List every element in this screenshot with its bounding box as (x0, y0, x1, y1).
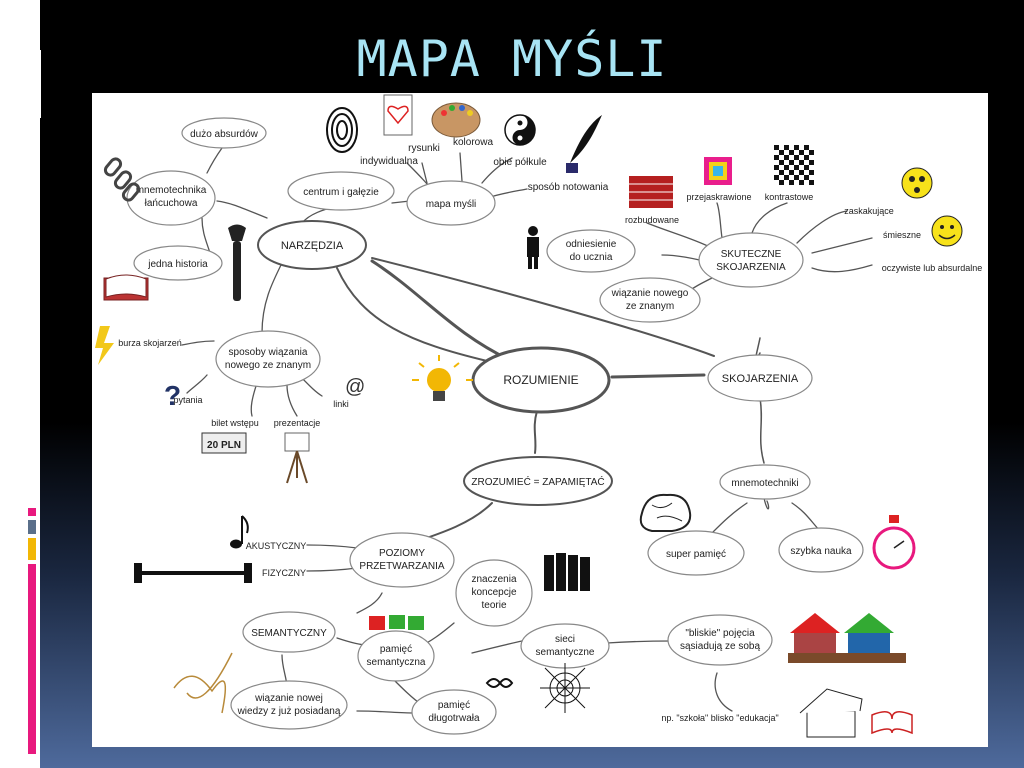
svg-text:@: @ (345, 376, 365, 398)
open-book-icon (871, 711, 913, 735)
poziomy-line2: PRZETWARZANIA (359, 561, 445, 572)
smieszne: śmieszne (883, 230, 921, 240)
infinity-icon (485, 678, 514, 688)
skuteczne-line2: SKOJARZENIA (716, 262, 786, 273)
mnemotechniki-node: mnemotechniki (731, 478, 798, 489)
brain-icon (639, 493, 692, 532)
rozbudowane: rozbudowane (625, 215, 679, 225)
stopwatch-icon (872, 515, 916, 570)
slide-title: MAPA MYŚLI (356, 30, 668, 88)
checkerboard-icon (774, 145, 814, 185)
akustyczny: AKUSTYCZNY (246, 541, 307, 551)
indywidualna: indywidualna (360, 156, 418, 167)
brick-wall-icon (629, 176, 673, 208)
pytania: pytania (173, 395, 202, 405)
smiley-icon (931, 215, 963, 247)
znaczenia-line3: teorie (481, 600, 506, 611)
logo-icon (20, 50, 41, 118)
fingerprint-icon (326, 107, 358, 153)
poziomy-line1: POZIOMY (379, 548, 425, 559)
semantyczny-node: SEMANTYCZNY (251, 628, 327, 639)
sieci-line1: sieci (555, 634, 575, 645)
sposoby-line1: sposoby wiązania (229, 347, 308, 358)
question-mark-icon: ? (164, 380, 181, 411)
szybka-nauka: szybka nauka (790, 546, 852, 557)
rozumienie-node: ROZUMIENIE (503, 373, 578, 387)
znaczenia-line1: znaczenia (471, 574, 516, 585)
wiazanie-nowego-line2: ze znanym (626, 301, 674, 312)
skuteczne-line1: SKUTECZNE (721, 249, 782, 260)
mind-map-panel: dużo absurdów mnemotechnika łańcuchowa j… (92, 93, 988, 747)
narzedzia-node: NARZĘDZIA (281, 240, 344, 252)
zaskakujace: zaskakujące (844, 206, 894, 216)
quill-icon (566, 115, 602, 173)
sieci-line2: semantyczne (536, 647, 595, 658)
svg-text:20 PLN: 20 PLN (207, 440, 241, 451)
sposoby-line2: nowego ze znanym (225, 360, 311, 371)
jedna-historia: jedna historia (147, 259, 208, 270)
easel-icon (284, 432, 310, 484)
oczywiste: oczywiste lub absurdalne (882, 263, 983, 273)
at-sign-icon: @ (345, 376, 365, 398)
przejaskrawione: przejaskrawione (686, 192, 751, 202)
book-icon (103, 274, 149, 301)
burza-skojarzen: burza skojarzeń (118, 338, 182, 348)
linki: linki (333, 399, 349, 409)
house-icon (799, 688, 863, 738)
wiazanie-nowej-line1: wiązanie nowej (254, 693, 323, 704)
string-knot-icon (173, 652, 233, 714)
dlugotrwala-line2: długotrwała (428, 713, 480, 724)
rysunki: rysunki (408, 143, 440, 154)
duzo-absurdow: dużo absurdów (190, 129, 259, 140)
lightbulb-icon (412, 355, 473, 401)
sposob-notowania: sposób notowania (528, 182, 609, 193)
bliskie-line2: sąsiadują ze sobą (680, 641, 760, 652)
wrench-icon (228, 224, 246, 301)
zrozumiec-node: ZROZUMIEĆ = ZAPAMIĘTAĆ (471, 475, 604, 488)
chain-icon (103, 157, 141, 202)
pamiec-sem-line2: semantyczna (367, 657, 426, 668)
svg-text:?: ? (164, 380, 181, 411)
skojarzenia-node: SKOJARZENIA (722, 373, 799, 385)
mnemotechnika-line2: łańcuchowa (145, 198, 198, 209)
pamiec-sem-line1: pamięć (380, 644, 412, 655)
heart-drawing-icon (383, 94, 413, 136)
dlugotrwala-line1: pamięć (438, 700, 470, 711)
lightning-icon (95, 326, 114, 365)
kolorowa: kolorowa (453, 137, 493, 148)
mind-map-diagram: dużo absurdów mnemotechnika łańcuchowa j… (95, 94, 983, 738)
surprised-face-icon (901, 167, 933, 199)
palette-icon (431, 102, 481, 138)
fizyczny: FIZYCZNY (262, 568, 306, 578)
znaczenia-line2: koncepcje (471, 587, 516, 598)
odniesienie-line2: do ucznia (570, 252, 613, 263)
prezentacje: prezentacje (274, 418, 321, 428)
szkola-example: np. "szkoła" blisko "edukacja" (661, 713, 778, 723)
barbell-icon (134, 563, 252, 583)
houses-icon (788, 613, 906, 663)
mapa-mysli-node: mapa myśli (426, 199, 477, 210)
puzzle-icon (369, 615, 424, 630)
wiazanie-nowego-line1: wiązanie nowego (611, 288, 689, 299)
bilet-wstepu: bilet wstępu (211, 418, 259, 428)
kontrastowe: kontrastowe (765, 192, 814, 202)
wiazanie-nowej-line2: wiedzy z już posiadaną (237, 706, 341, 717)
colored-square-icon (704, 157, 732, 185)
accent-bars (28, 508, 36, 758)
super-pamiec: super pamięć (666, 549, 726, 560)
person-icon (527, 226, 539, 269)
books-icon (544, 553, 590, 591)
yin-yang-icon (504, 114, 536, 146)
banknote-icon: 20 PLN (201, 432, 247, 454)
odniesienie-line1: odniesienie (566, 239, 617, 250)
spiderweb-icon (540, 663, 590, 713)
mnemotechnika-line1: mnemotechnika (136, 185, 207, 196)
obie-polkule: obie półkule (493, 157, 547, 168)
music-note-icon (230, 515, 249, 549)
centrum-i-galezie: centrum i gałęzie (303, 187, 379, 198)
bliskie-line1: "bliskie" pojęcia (685, 628, 755, 639)
